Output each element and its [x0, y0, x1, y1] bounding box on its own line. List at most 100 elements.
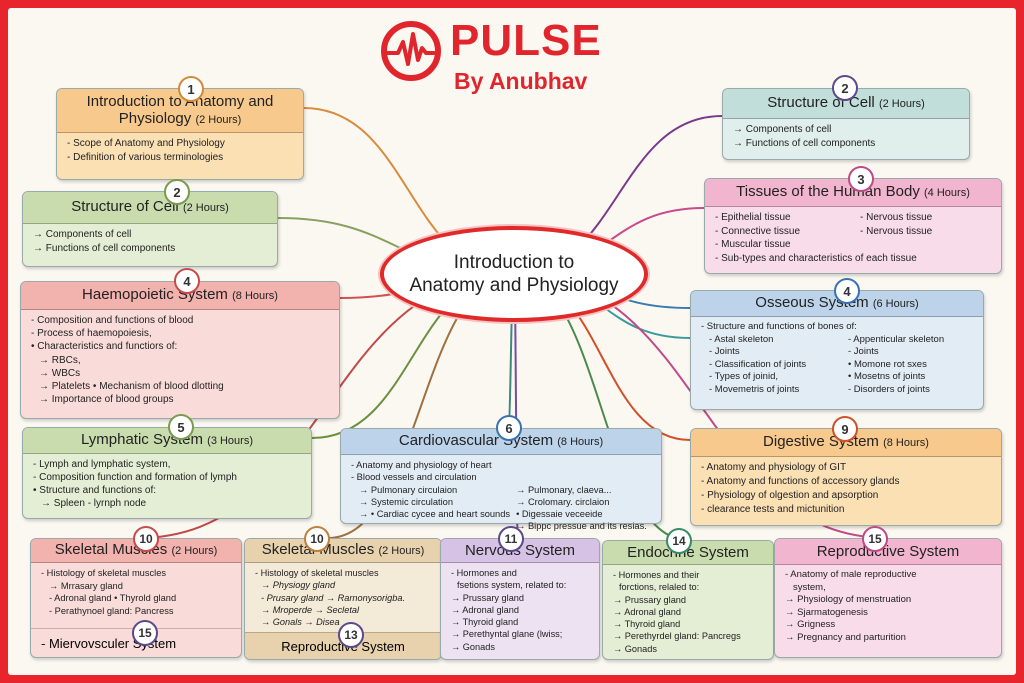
list-item: - Adronal gland • Thyrold gland	[49, 593, 177, 603]
list-item: - Anatomy and physiology of heart	[351, 460, 492, 470]
topic-hours: (8 Hours)	[557, 436, 604, 448]
list-item: - Appenticular skeleton	[848, 333, 945, 345]
list-item: → Mroperde → Secletal	[261, 604, 360, 615]
list-item: - Classification of joints	[709, 358, 807, 370]
topic-items: - Anatomy and physiology of GIT - Anatom…	[691, 457, 1001, 521]
topic-items: - Epithelial tissue - Connective tissue -…	[705, 207, 1001, 269]
topic-title: Nervous System	[464, 542, 576, 559]
list-item: - Types of joinid,	[709, 371, 779, 382]
topic-items: - Structure and functions of bones of: -…	[691, 317, 983, 400]
list-item: → Pregnancy and parturition	[785, 631, 906, 643]
list-item: → Platelets • Mechanism of blood dlottin…	[39, 381, 224, 393]
list-item: → Sjarmatogenesis	[785, 606, 868, 618]
topic-number-badge: 11	[498, 526, 524, 552]
central-topic-line1: Introduction to	[453, 252, 575, 273]
list-item: → Perethyrdel gland: Pancregs	[613, 631, 741, 642]
list-item: - Scope of Anatomy and Physiology	[67, 138, 225, 149]
list-item: - Anatomy and physiology of GIT	[701, 462, 847, 473]
topic-title: Digestive System	[763, 433, 879, 450]
list-item: • Digessaie veceeide	[516, 509, 603, 520]
topic-items: - Hormones and fsetions system, related …	[441, 563, 599, 657]
list-item: → Gonads	[613, 643, 657, 654]
topic-number-badge: 15	[132, 620, 158, 646]
list-item: - Lymph and lymphatic system,	[33, 459, 171, 470]
list-item: - Histology of skeletal muscles	[41, 568, 167, 578]
list-item: → WBCs	[39, 367, 81, 379]
list-item: - Connective tissue	[715, 225, 801, 237]
list-item: - Histology of skeletal muscles	[255, 568, 379, 578]
list-item: → Components of cell	[733, 124, 832, 135]
topic-box-reproductive: Reproductive System - Anatomy of male re…	[774, 538, 1002, 658]
list-item: → Physiology of menstruation	[785, 594, 912, 605]
logo: PULSE By Anubhav	[380, 16, 660, 100]
topic-number-badge: 2	[164, 179, 190, 205]
list-item: → Prussary gland	[451, 592, 525, 603]
list-item: → Importance of blood groups	[39, 394, 174, 406]
list-item: - Anatomy and functions of accessory gla…	[701, 476, 900, 487]
topic-hours: (2 Hours)	[171, 545, 218, 557]
topic-title: Reproductive System	[816, 543, 960, 560]
topic-items: - Anatomy and physiology of heart - Bloo…	[341, 455, 661, 537]
topic-number-badge: 1	[178, 76, 204, 102]
topic-number-badge: 9	[832, 416, 858, 442]
list-item: - Sub-types and characteristics of each …	[715, 252, 917, 264]
logo-subtitle: By Anubhav	[454, 68, 588, 94]
topic-hours: (2 Hours)	[378, 545, 425, 557]
list-item: - Joints	[709, 346, 740, 357]
list-item: → Pulmonary circulaion	[359, 484, 458, 495]
list-item: → Perethyntal glane (lwiss;	[451, 629, 563, 640]
topic-hours: (3 Hours)	[207, 435, 253, 447]
list-item: → Gonals → Disea	[261, 617, 340, 628]
list-item: forctions, relaled to:	[619, 582, 700, 593]
list-item: → Adronal gland	[451, 604, 519, 615]
topic-number-badge: 2	[832, 75, 858, 101]
topic-number-badge: 13	[338, 622, 364, 648]
list-item: - Disorders of joints	[848, 383, 930, 395]
list-item: → RBCs,	[39, 354, 81, 366]
list-item: → Functions of cell components	[33, 242, 176, 254]
list-item: - Composition and functions of blood	[31, 315, 194, 326]
topic-number-badge: 3	[848, 166, 874, 192]
list-item: - Prusary gland → Rarnonysorigba.	[261, 592, 406, 603]
topic-box-nervous: Nervous System - Hormones and fsetions s…	[440, 538, 600, 660]
topic-title: Haemopoietic System	[82, 286, 228, 303]
topic-items: → Components of cell → Functions of cell…	[23, 224, 277, 259]
topic-title: Structure of Cell	[767, 94, 875, 111]
topic-title: Tissues of the Human Body	[736, 183, 920, 200]
list-item: → Thyroid gland	[451, 617, 519, 628]
topic-box-endocrine: Endocrine System - Hormones and their fo…	[602, 540, 774, 660]
pulse-heartbeat-icon	[381, 21, 441, 81]
topic-title: Structure of Cell	[71, 198, 179, 215]
list-item: - Physiology of olgestion and apsorption	[701, 490, 879, 501]
topic-number-badge: 5	[168, 414, 194, 440]
topic-hours: (2 Hours)	[878, 98, 925, 110]
logo-title: PULSE	[450, 16, 602, 65]
topic-hours: (4 Hours)	[924, 187, 970, 199]
list-item: - Astal skeleton	[709, 333, 774, 345]
topic-number-badge: 4	[174, 268, 200, 294]
list-item: • Mosetns of joints	[848, 371, 926, 382]
list-item: - Definition of various terminologies	[67, 151, 224, 163]
list-item: → Mrrasary gland	[49, 580, 123, 591]
topic-items: - Composition and functions of blood - P…	[21, 310, 339, 410]
list-item: → Prussary gland	[613, 594, 687, 605]
topic-items: - Scope of Anatomy and Physiology - Defi…	[57, 133, 303, 168]
list-item: - Structure and functions of bones of:	[701, 321, 857, 332]
list-item: → Gonads	[451, 641, 495, 652]
topic-number-badge: 15	[862, 526, 888, 552]
list-item: - Epithelial tissue	[715, 212, 791, 223]
list-item: - Anatomy of male reproductive	[785, 569, 917, 580]
topic-box-haemopoietic: Haemopoietic System (8 Hours) - Composit…	[20, 281, 340, 419]
topic-box-tissues: Tissues of the Human Body (4 Hours) - Ep…	[704, 178, 1002, 274]
central-topic-line2: Anatomy and Physiology	[409, 275, 619, 296]
list-item: - Process of haemopoiesis,	[31, 328, 152, 340]
topic-title: Endocrine System	[627, 544, 749, 561]
list-item: → Grigness	[785, 619, 836, 630]
topic-title: Introduction to Anatomy and Physiology	[86, 92, 274, 127]
topic-box-digestive: Digestive System (8 Hours) - Anatomy and…	[690, 428, 1002, 526]
list-item: - Nervous tissue	[860, 225, 933, 237]
list-item: - Movemetris of joints	[709, 383, 800, 395]
topic-items: - Lymph and lymphatic system, - Composit…	[23, 454, 311, 514]
list-item: → Physiogy gland	[261, 580, 336, 591]
